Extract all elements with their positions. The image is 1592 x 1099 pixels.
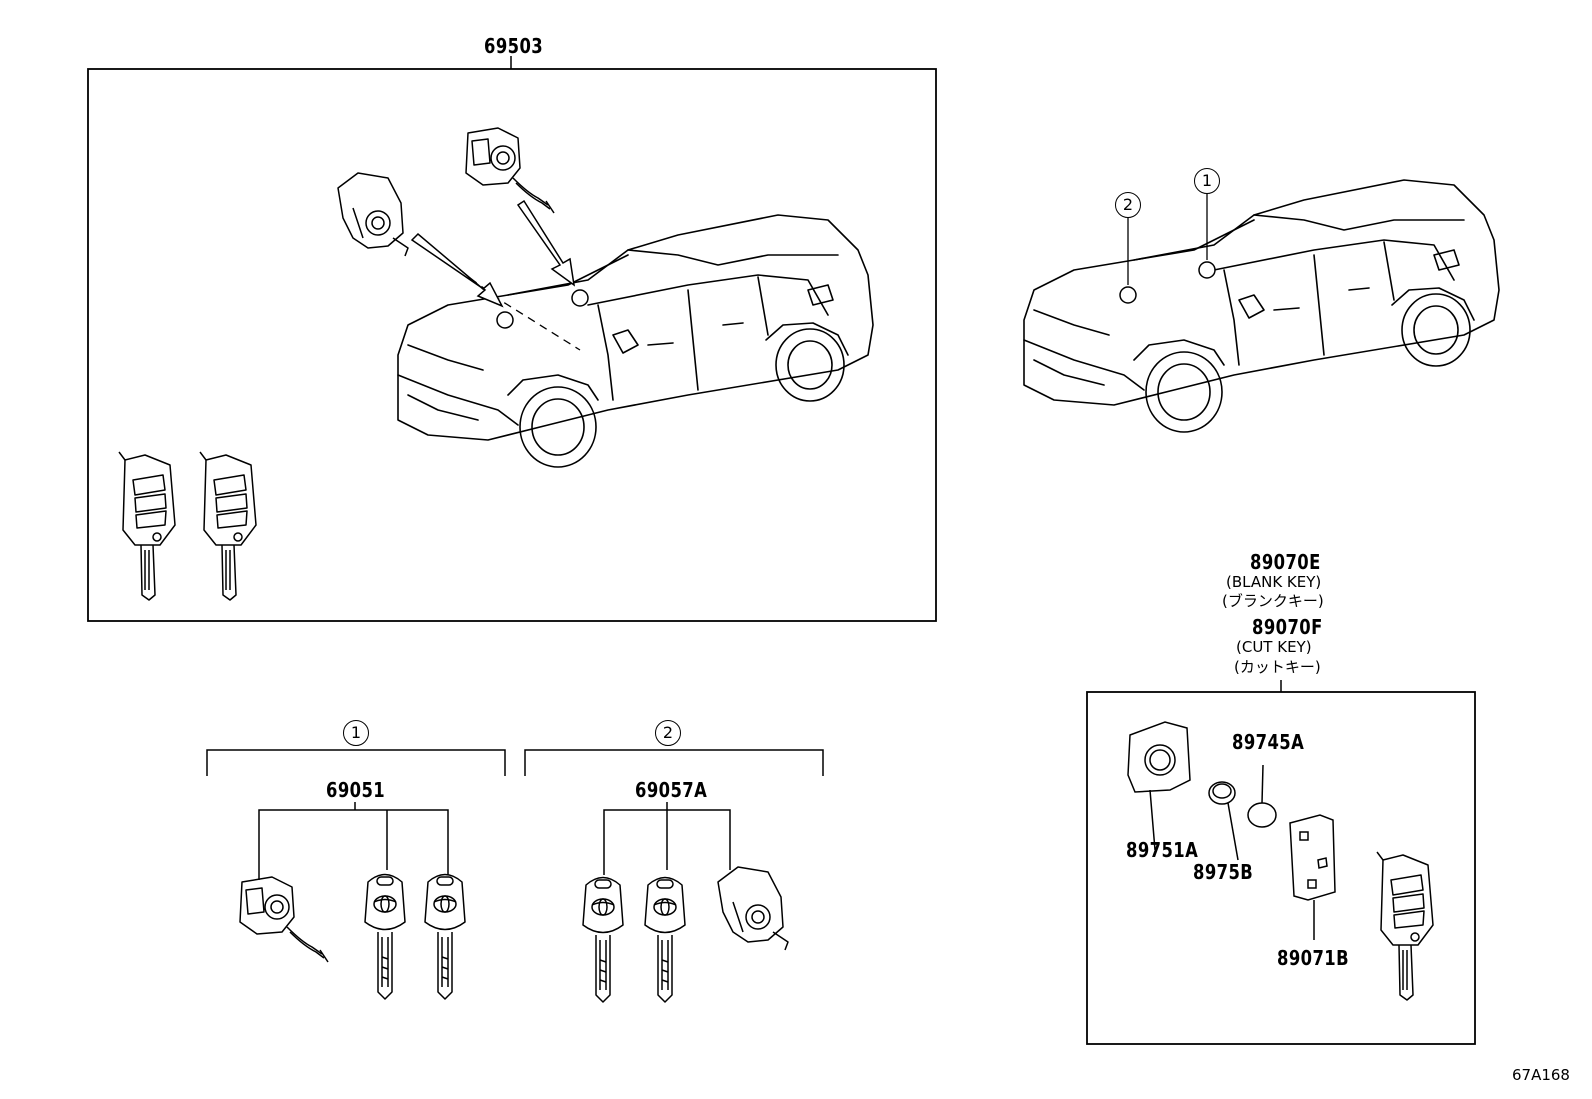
left-suv-illustration	[397, 214, 874, 468]
flip-key-2	[199, 451, 257, 601]
blank-key-en-label: (BLANK KEY)	[1226, 573, 1322, 591]
blank-key-jp-label: (ブランクキー)	[1222, 592, 1324, 610]
transmitter-flip-key	[1376, 851, 1434, 1001]
cut-key-part-label: 89070F	[1252, 615, 1323, 639]
transmitter-frame	[1086, 691, 1476, 1045]
flip-key-1	[118, 451, 176, 601]
door-lock-location-marker	[571, 289, 589, 307]
battery-illustration	[1247, 764, 1277, 828]
ignition-key-1	[364, 873, 406, 1000]
cover-part-label: 8975B	[1193, 860, 1254, 884]
door-housing-illustration	[717, 866, 789, 951]
ref-2-marker	[1119, 286, 1137, 304]
ref-1-label-bracket: 1	[343, 720, 369, 746]
circuit-board-illustration	[1289, 814, 1336, 940]
main-assembly-frame	[87, 68, 937, 622]
battery-part-label: 89745A	[1232, 730, 1305, 754]
ignition-set-group	[206, 749, 506, 1000]
ignition-key-2	[424, 873, 466, 1000]
ref-2-label-top: 2	[1115, 192, 1141, 218]
ignition-housing-illustration	[337, 172, 409, 257]
door-key-1	[582, 876, 624, 1003]
arrow-to-ignition	[410, 232, 504, 308]
ignition-cylinder-illustration	[239, 876, 329, 963]
cut-key-jp-label: (カットキー)	[1234, 658, 1321, 676]
right-suv-group	[1023, 179, 1500, 433]
key-housing-illustration	[1127, 721, 1191, 851]
main-set-label: 69503	[484, 34, 544, 58]
main-assembly-group	[87, 56, 937, 622]
right-suv-illustration	[1023, 179, 1500, 433]
battery-cover-illustration	[1208, 781, 1239, 861]
transmitter-group	[1086, 680, 1476, 1045]
door-key-2	[644, 876, 686, 1003]
board-part-label: 89071B	[1277, 946, 1350, 970]
blank-key-part-label: 89070E	[1250, 550, 1321, 574]
housing-part-label: 89751A	[1126, 838, 1199, 862]
ignition-set-label: 69051	[326, 778, 386, 802]
ref-2-label-bracket: 2	[655, 720, 681, 746]
arrow-to-door-lock	[516, 199, 576, 287]
cut-key-en-label: (CUT KEY)	[1236, 638, 1312, 656]
door-set-group	[524, 749, 824, 1003]
ref-1-marker	[1198, 261, 1216, 279]
ignition-location-marker	[496, 311, 514, 329]
illustration-code: 67A168	[1512, 1066, 1570, 1084]
ref-1-label-top: 1	[1194, 168, 1220, 194]
door-cylinder-illustration	[465, 127, 555, 214]
door-set-label: 69057A	[635, 778, 708, 802]
